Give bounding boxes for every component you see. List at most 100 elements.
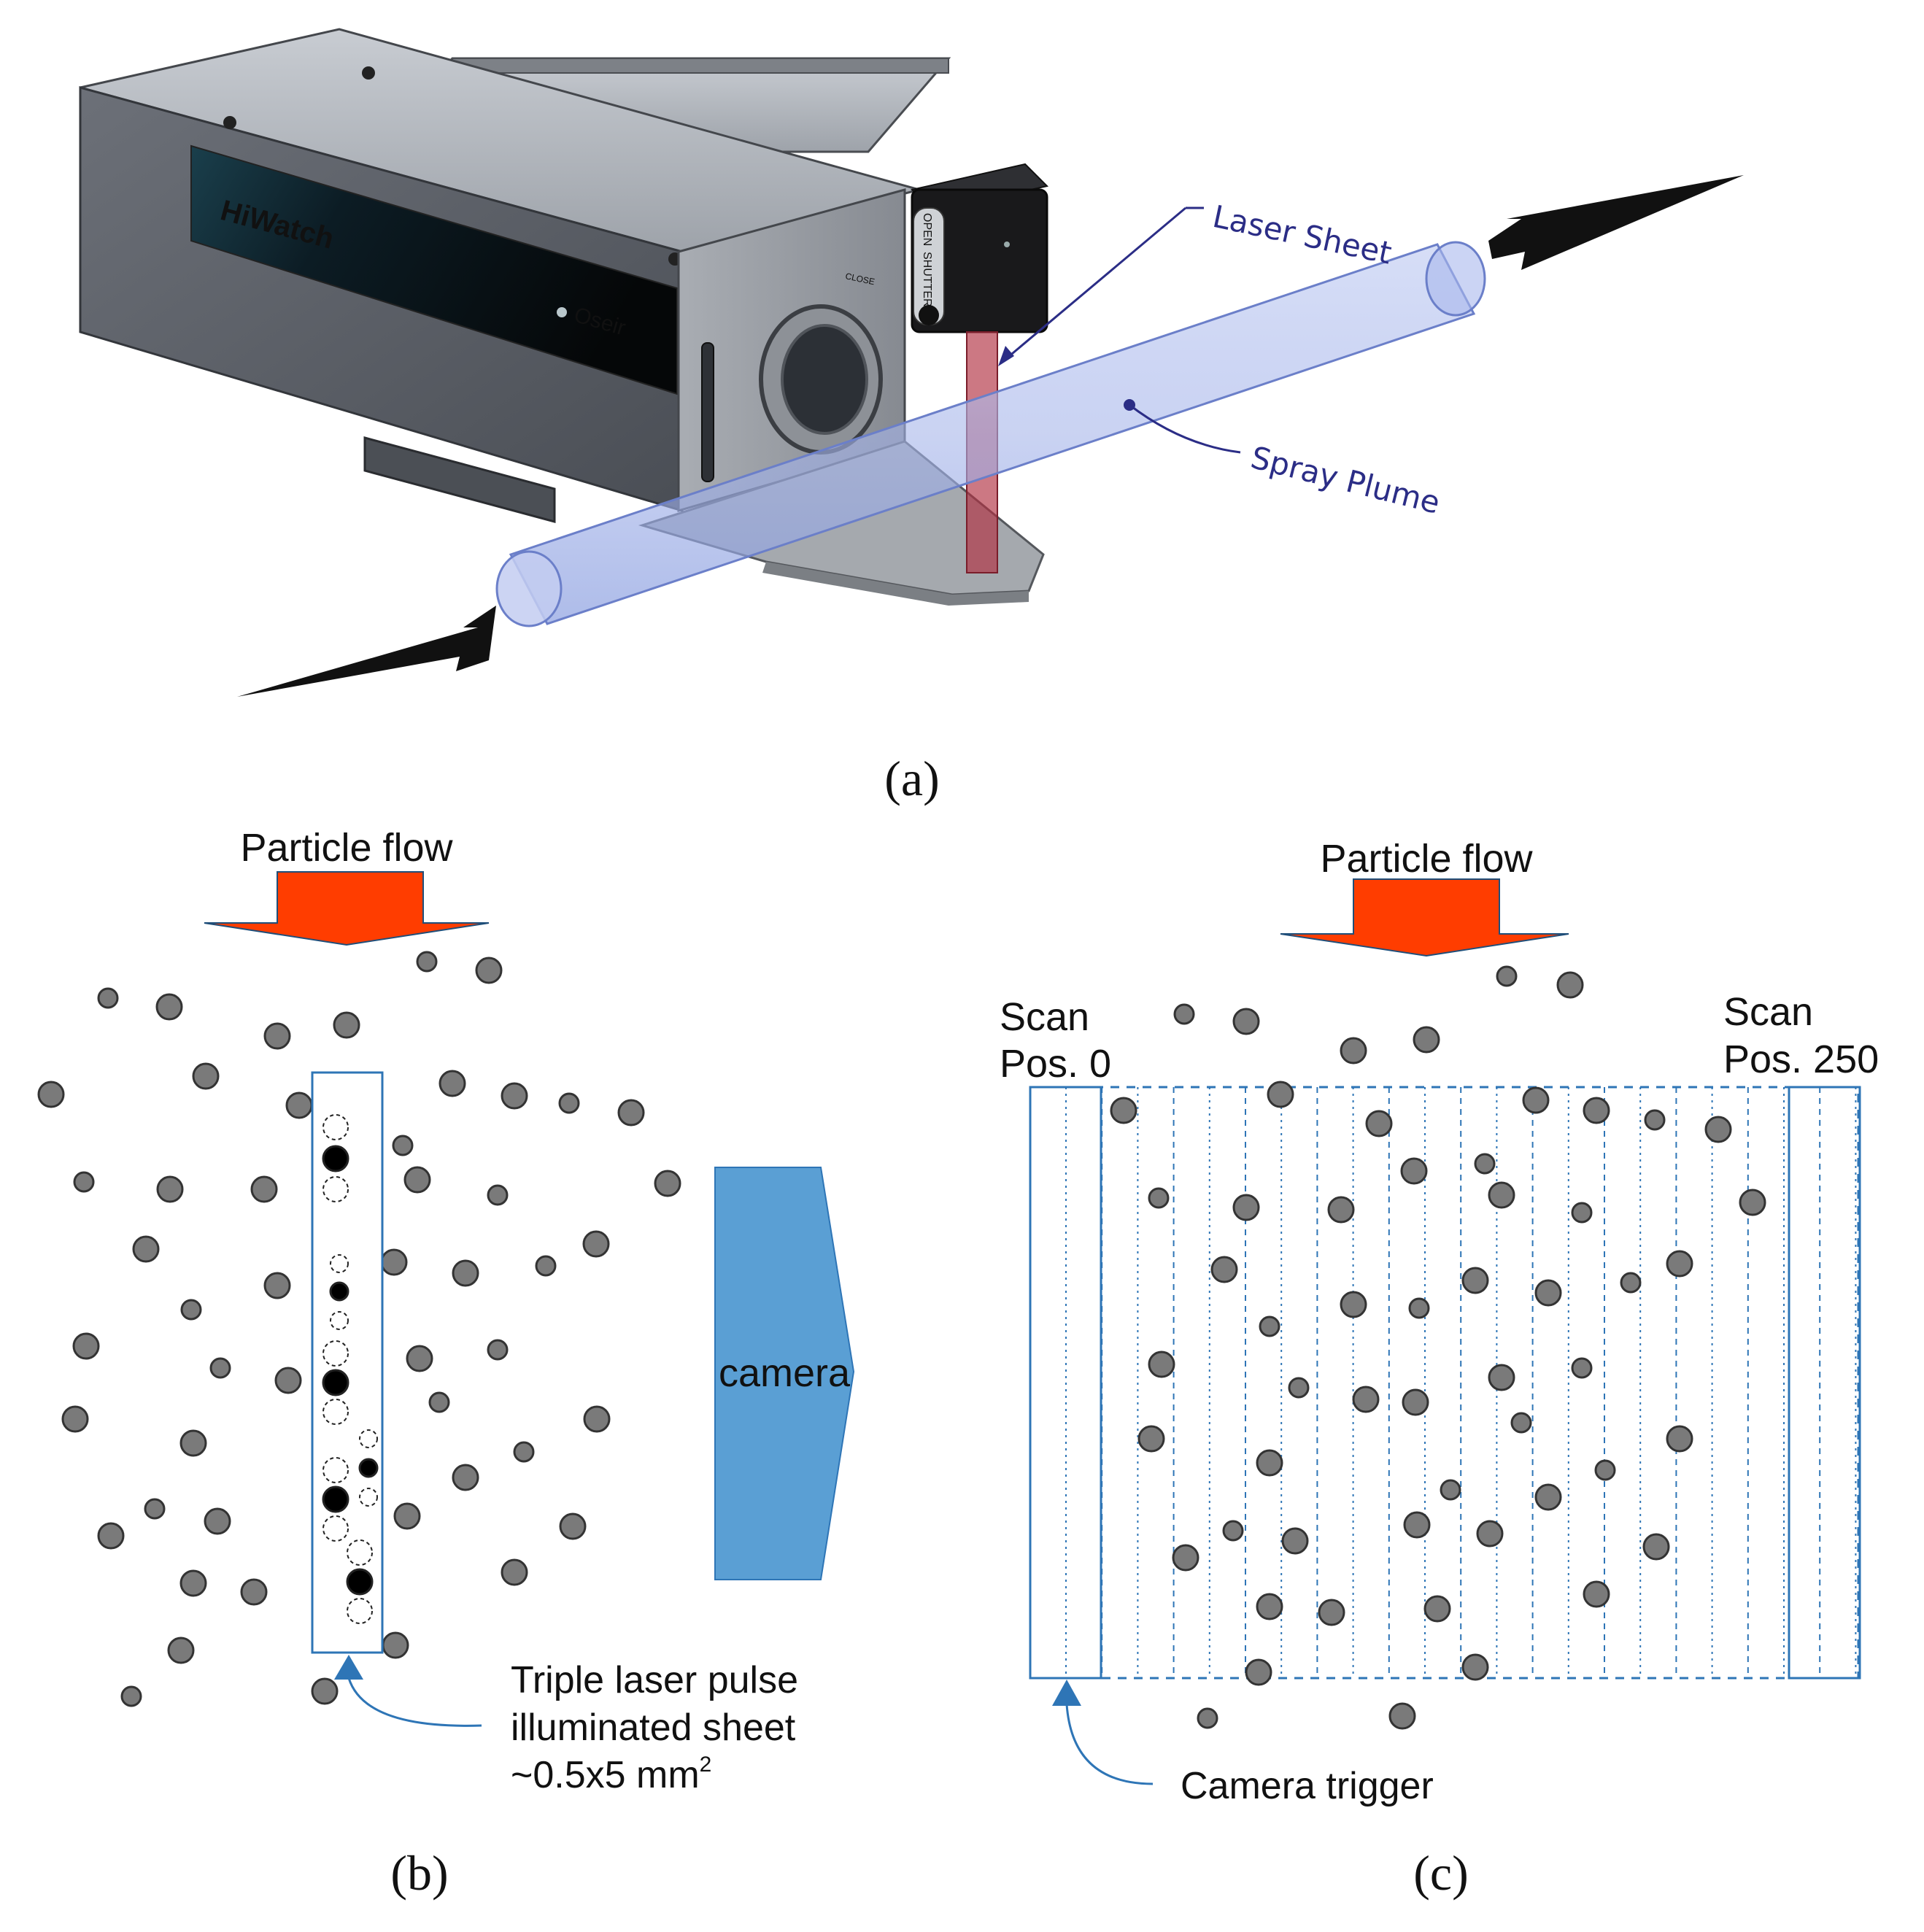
- particle-dot: [1620, 1272, 1642, 1294]
- panel-a: HiWatch Oseir OPEN SHUTTER CLOSE: [79, 28, 1744, 806]
- shutter-name-label: SHUTTER: [921, 252, 933, 307]
- particle-dot: [1423, 1595, 1451, 1623]
- panel-a-caption: (a): [884, 751, 939, 806]
- particle-dot: [392, 1135, 414, 1156]
- particle-dot: [1148, 1187, 1170, 1209]
- trigger-leader-line: [1065, 1704, 1154, 1785]
- spray-plume-leader: [1129, 403, 1241, 454]
- particle-dot: [475, 957, 503, 984]
- particle-dot: [1583, 1580, 1610, 1608]
- particle-dot: [1288, 1377, 1310, 1399]
- particle-dot: [406, 1345, 433, 1372]
- particle-dot: [132, 1235, 160, 1263]
- particle-dot: [438, 1070, 466, 1097]
- maker-logo-icon: [557, 307, 567, 317]
- particle-dot: [1210, 1256, 1238, 1283]
- sheet-note-line2: illuminated sheet: [511, 1707, 796, 1749]
- laser-sheet-pointer-icon: [998, 346, 1014, 366]
- particle-dot: [73, 1171, 95, 1193]
- pulse-particle: [322, 1145, 349, 1172]
- particle-dot: [1352, 1386, 1380, 1413]
- particle-dot: [1137, 1425, 1165, 1453]
- shutter-knob-icon: [919, 305, 939, 325]
- particle-dot: [1496, 965, 1518, 987]
- particle-dot: [285, 1091, 313, 1119]
- sheet-note-exponent: 2: [700, 1753, 712, 1777]
- pulse-particle: [359, 1488, 378, 1507]
- pulse-particle: [322, 1114, 349, 1140]
- particle-dot: [582, 1230, 610, 1258]
- particle-dot: [144, 1498, 166, 1520]
- pulse-particle: [322, 1340, 349, 1367]
- sheet-note-line3: ~0.5x5 mm2: [511, 1753, 711, 1796]
- sheet-note-line1: Triple laser pulse: [511, 1659, 798, 1701]
- camera-block: [714, 1167, 855, 1580]
- particle-dot: [617, 1099, 645, 1127]
- particle-flow-arrow-b: [204, 871, 490, 946]
- particle-dot: [1408, 1297, 1430, 1319]
- spray-plume-far-end: [1425, 241, 1486, 317]
- particles-c: [1110, 965, 1766, 1730]
- particle-dot: [179, 1569, 207, 1597]
- particle-dot: [380, 1248, 408, 1276]
- particle-dot: [416, 951, 438, 973]
- particle-dot: [1476, 1520, 1504, 1547]
- particle-dot: [1488, 1181, 1515, 1209]
- particle-dot: [1571, 1357, 1593, 1379]
- particle-dot: [1534, 1279, 1562, 1307]
- particle-dot: [1340, 1037, 1367, 1064]
- particle-dot: [209, 1357, 231, 1379]
- scan-position-start: [1029, 1086, 1102, 1680]
- particle-dot: [311, 1677, 339, 1705]
- sheet-pointer-icon: [334, 1655, 363, 1680]
- particle-dot: [501, 1082, 528, 1110]
- hiwatch-panel: [190, 144, 678, 395]
- particle-dot: [240, 1578, 268, 1606]
- scan-end-label-line2: Pos. 250: [1723, 1038, 1879, 1081]
- particle-dot: [1173, 1003, 1195, 1025]
- particle-dot: [1666, 1425, 1693, 1453]
- particle-dot: [1510, 1412, 1532, 1434]
- particle-dot: [1704, 1116, 1732, 1143]
- particle-flow-label-b: Particle flow: [240, 826, 453, 870]
- trigger-pointer-icon: [1052, 1680, 1081, 1706]
- particles-b: [37, 951, 681, 1707]
- particle-dot: [333, 1011, 360, 1039]
- lens-glass: [781, 324, 868, 435]
- particle-dot: [558, 1092, 580, 1114]
- particle-dot: [72, 1332, 100, 1360]
- particle-flow-label-c: Particle flow: [1320, 837, 1533, 881]
- shutter-led-icon: [1004, 242, 1010, 247]
- particle-dot: [1461, 1267, 1489, 1294]
- pulse-particle: [322, 1369, 349, 1396]
- particle-dot: [1222, 1520, 1244, 1542]
- particle-dot: [1534, 1483, 1562, 1511]
- particle-dot: [179, 1429, 207, 1457]
- particle-dot: [1583, 1097, 1610, 1124]
- particle-dot: [1245, 1658, 1272, 1686]
- pulse-particle: [322, 1176, 349, 1202]
- pulse-particle: [347, 1539, 373, 1566]
- particle-dot: [120, 1685, 142, 1707]
- particle-dot: [1402, 1388, 1429, 1416]
- particle-dot: [1413, 1026, 1440, 1054]
- particle-dot: [1110, 1097, 1137, 1124]
- particle-dot: [61, 1405, 89, 1433]
- particle-dot: [250, 1175, 278, 1203]
- particle-dot: [1461, 1653, 1489, 1681]
- scan-start-label-line2: Pos. 0: [1000, 1042, 1111, 1086]
- particle-dot: [535, 1255, 557, 1277]
- particle-dot: [1666, 1250, 1693, 1278]
- particle-dot: [1256, 1449, 1283, 1477]
- pulse-particle: [346, 1568, 374, 1596]
- front-slot: [701, 342, 714, 482]
- particle-dot: [204, 1507, 231, 1535]
- panel-b-caption: (b): [390, 1845, 448, 1901]
- camera-label: camera: [719, 1351, 851, 1395]
- particle-dot: [37, 1081, 65, 1108]
- particle-dot: [155, 993, 183, 1021]
- particle-dot: [97, 987, 119, 1009]
- particle-dot: [192, 1062, 220, 1090]
- flow-direction-arrow-left: [237, 606, 496, 697]
